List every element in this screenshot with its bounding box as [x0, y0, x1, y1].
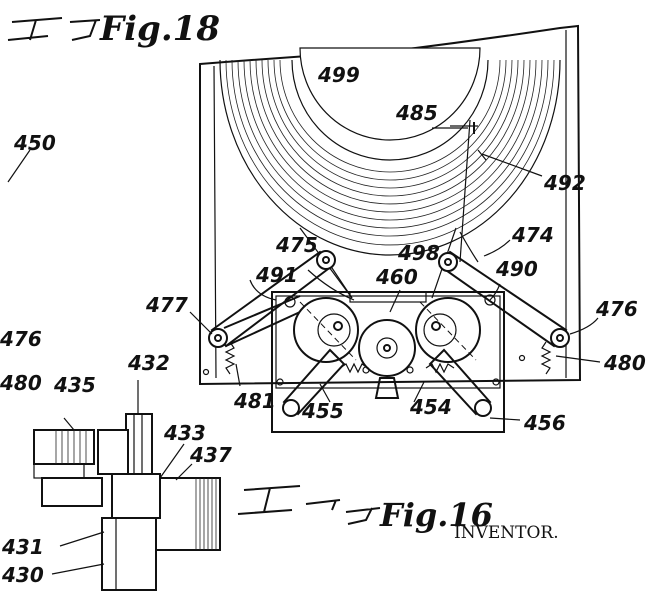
rollers: [293, 297, 481, 399]
swing-links: [282, 348, 492, 417]
ref-433: 433: [163, 421, 206, 445]
mechanism-plate: [271, 291, 505, 433]
ref-492: 492: [543, 171, 586, 195]
fig16-label: Fig.16: [379, 496, 493, 534]
ref-498: 498: [397, 241, 440, 265]
ref-480-right: 480: [603, 351, 646, 375]
ref-437: 437: [189, 443, 232, 467]
ref-476-left: 476: [0, 327, 42, 351]
plate-screws: [202, 354, 526, 386]
springs: [224, 341, 552, 375]
ref-490: 490: [495, 257, 538, 281]
ref-456: 456: [523, 411, 566, 435]
ref-485: 485: [395, 101, 438, 125]
ref-475: 475: [275, 233, 318, 257]
fig18-label: Fig.18: [99, 9, 220, 49]
gear-teeth-right: [195, 478, 217, 550]
inventor-label: INVENTOR.: [454, 523, 559, 543]
stylus-assembly: [450, 119, 487, 263]
record-disc: [219, 47, 561, 256]
fig18-title: Fig.18: [7, 9, 220, 49]
ref-491: 491: [255, 263, 298, 287]
leader-lines: [7, 127, 601, 421]
gear-teeth-left: [55, 430, 87, 464]
ref-432: 432: [127, 351, 170, 375]
ref-476-right: 476: [595, 297, 638, 321]
ref-430: 430: [1, 563, 44, 587]
right-linkage: [438, 250, 570, 348]
ref-455: 455: [301, 399, 344, 423]
left-linkage: [208, 250, 336, 348]
ref-477: 477: [145, 293, 188, 317]
gear-assembly: [33, 380, 221, 591]
ref-474: 474: [511, 223, 554, 247]
ref-460: 460: [375, 265, 418, 289]
ref-481: 481: [233, 389, 276, 413]
reference-numerals: 499 485 492 450 474 475 498 491 460 490 …: [0, 63, 646, 587]
ref-480-left: 480: [0, 371, 42, 395]
fig16-title: Fig.16 INVENTOR.: [237, 485, 559, 543]
ref-454: 454: [409, 395, 452, 419]
ref-431: 431: [1, 535, 44, 559]
ref-435: 435: [53, 373, 96, 397]
ref-499: 499: [317, 63, 360, 87]
ref-450: 450: [13, 131, 56, 155]
